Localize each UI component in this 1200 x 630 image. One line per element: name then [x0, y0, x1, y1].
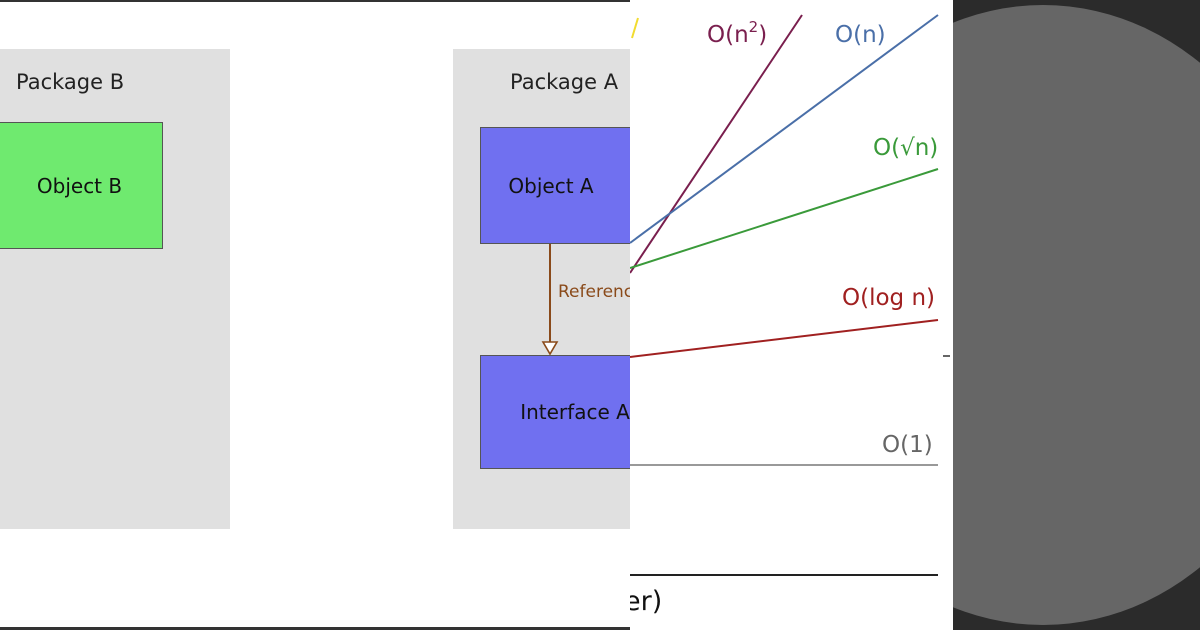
object-a-box: Object A	[480, 127, 630, 244]
series-label-n2-exp: 2	[749, 18, 759, 36]
series-label-one: O(1)	[882, 432, 933, 458]
chart-canvas: O(n2) O(n) O(√n) O(log n) O(1) er)	[630, 14, 950, 617]
series-line-n	[630, 14, 939, 244]
decorative-panel	[953, 0, 1200, 630]
series-line-log	[630, 319, 939, 358]
series-label-n2: O(n2)	[707, 18, 767, 48]
object-b-box: Object B	[0, 122, 163, 249]
series-line-sqrt	[630, 168, 939, 269]
reference-arrow	[541, 244, 559, 356]
x-axis-label: er)	[630, 586, 662, 617]
series-line-n2	[630, 14, 803, 274]
interface-a-label: Interface A	[520, 400, 630, 424]
package-b	[0, 49, 230, 529]
top-border	[0, 0, 630, 2]
bottom-border	[0, 627, 630, 630]
yellow-fragment	[631, 17, 639, 39]
series-label-sqrt: O(√n)	[873, 135, 938, 161]
package-b-label: Package B	[16, 70, 125, 94]
series-label-n: O(n)	[835, 22, 886, 48]
gray-circle	[953, 5, 1200, 625]
series-label-n2-base: O(n	[707, 22, 749, 48]
package-a-label: Package A	[510, 70, 619, 94]
interface-a-box: Interface A	[480, 355, 630, 469]
complexity-chart: O(n2) O(n) O(√n) O(log n) O(1) er)	[630, 0, 953, 630]
package-diagram: Package B Object B Package A Object A Re…	[0, 0, 630, 630]
series-label-log: O(log n)	[842, 285, 935, 311]
object-a-label: Object A	[508, 173, 594, 198]
object-b-label: Object B	[36, 173, 123, 198]
reference-label: Reference	[558, 282, 630, 302]
series-label-n2-close: )	[758, 22, 767, 48]
